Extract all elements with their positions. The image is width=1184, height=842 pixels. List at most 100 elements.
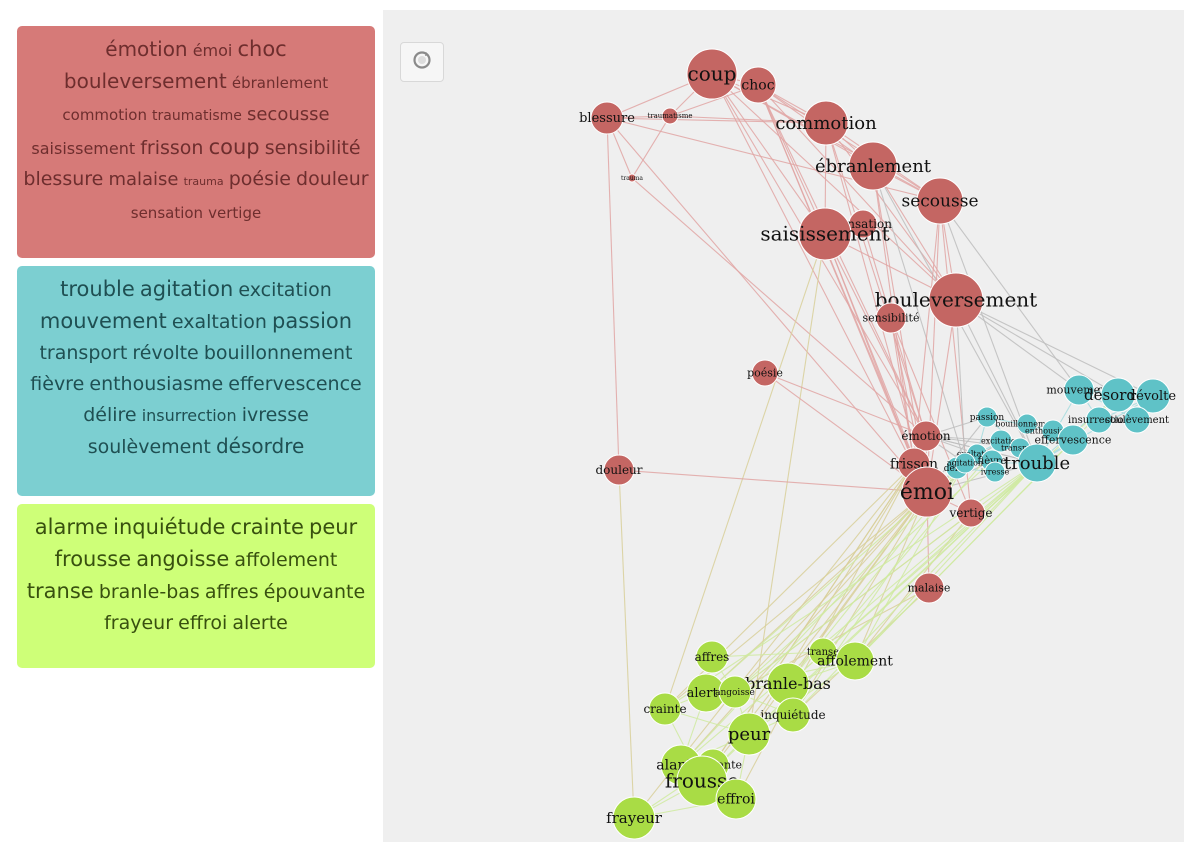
cluster-word[interactable]: effroi <box>178 612 228 634</box>
cluster-word[interactable]: ébranlement <box>231 74 329 92</box>
cluster-word[interactable]: épouvante <box>263 581 366 603</box>
graph-node-circle[interactable] <box>976 406 998 428</box>
graph-node-ebranlement[interactable]: ébranlement <box>815 141 932 191</box>
cluster-word[interactable]: frayeur <box>104 612 174 634</box>
graph-node-peur[interactable]: peur <box>727 712 771 756</box>
graph-node-circle[interactable] <box>661 107 679 125</box>
graph-node-trouble[interactable]: trouble <box>1004 443 1070 483</box>
cluster-word[interactable]: enthousiasme <box>89 373 224 395</box>
cluster-word[interactable]: agitation <box>139 277 234 301</box>
graph-node-insurrection[interactable]: insurrection <box>1068 406 1131 434</box>
graph-node-circle[interactable] <box>590 101 624 135</box>
cluster-word[interactable]: frisson <box>140 137 204 159</box>
graph-node-vertige[interactable]: vertige <box>948 498 993 528</box>
cluster-word[interactable]: bouillonnement <box>203 342 353 364</box>
graph-node-traumatisme[interactable]: traumatisme <box>647 107 693 125</box>
cluster-word[interactable]: frousse <box>54 547 132 571</box>
graph-node-excitation[interactable]: excitation <box>981 429 1021 453</box>
cluster-word[interactable]: choc <box>237 37 287 61</box>
graph-node-crainte[interactable]: crainte <box>643 692 687 726</box>
cluster-word[interactable]: vertige <box>208 204 262 222</box>
graph-node-inquietude[interactable]: inquiétude <box>760 697 826 733</box>
cluster-word[interactable]: insurrection <box>141 406 237 425</box>
graph-node-circle[interactable] <box>695 640 729 674</box>
graph-node-circle[interactable] <box>956 498 986 528</box>
graph-node-circle[interactable] <box>612 796 656 840</box>
cluster-word[interactable]: exaltation <box>171 311 267 333</box>
cluster-word[interactable]: excitation <box>238 279 332 301</box>
cluster-word[interactable]: sensation <box>130 204 204 222</box>
graph-node-commotion[interactable]: commotion <box>775 100 877 146</box>
graph-node-coup[interactable]: coup <box>686 48 738 100</box>
graph-node-frousse[interactable]: frousse <box>665 755 739 807</box>
cluster-word[interactable]: alerte <box>232 612 288 634</box>
cluster-word[interactable]: délire <box>83 404 137 426</box>
graph-node-circle[interactable] <box>989 429 1013 453</box>
graph-node-circle[interactable] <box>648 692 682 726</box>
cluster-word[interactable]: passion <box>272 309 353 333</box>
cluster-word[interactable]: effervescence <box>228 373 362 395</box>
cluster-word[interactable]: fièvre <box>30 373 85 395</box>
graph-node-ivresse[interactable]: ivresse <box>981 461 1010 483</box>
reset-view-button[interactable] <box>400 42 444 82</box>
graph-node-circle[interactable] <box>1135 378 1171 414</box>
cluster-word[interactable]: trouble <box>60 277 135 301</box>
cluster-word[interactable]: commotion <box>62 106 147 124</box>
graph-node-circle[interactable] <box>803 100 849 146</box>
graph-node-circle[interactable] <box>718 675 752 709</box>
graph-node-poesie[interactable]: poésie <box>747 359 783 387</box>
graph-node-circle[interactable] <box>1100 377 1136 413</box>
graph-node-circle[interactable] <box>686 48 738 100</box>
cluster-word[interactable]: douleur <box>296 168 369 190</box>
graph-node-effroi[interactable]: effroi <box>715 778 757 820</box>
graph-node-secousse[interactable]: secousse <box>902 177 979 225</box>
cluster-word[interactable]: ivresse <box>241 404 309 426</box>
graph-node-circle[interactable] <box>916 177 964 225</box>
graph-node-branle-bas[interactable]: branle-bas <box>745 662 831 706</box>
graph-node-affres[interactable]: affres <box>695 640 730 674</box>
graph-node-passion[interactable]: passion <box>970 406 1005 428</box>
cluster-word[interactable]: blessure <box>23 168 104 190</box>
graph-node-emoi[interactable]: émoi <box>900 466 954 518</box>
cluster-word[interactable]: affres <box>204 581 259 603</box>
graph-node-mouvement[interactable]: mouvement <box>1046 374 1112 406</box>
graph-node-affolement[interactable]: affolement <box>817 641 893 681</box>
graph-node-circle[interactable] <box>901 466 953 518</box>
graph-node-blessure[interactable]: blessure <box>579 101 635 135</box>
cluster-word[interactable]: coup <box>208 135 260 159</box>
graph-node-circle[interactable] <box>1057 424 1089 456</box>
graph-node-circle[interactable] <box>739 66 777 104</box>
graph-node-frayeur[interactable]: frayeur <box>606 796 663 840</box>
graph-node-circle[interactable] <box>775 697 811 733</box>
graph-node-emotion[interactable]: émotion <box>901 420 951 452</box>
cluster-word[interactable]: alarme <box>34 515 109 539</box>
graph-node-angoisse[interactable]: angoisse <box>715 675 755 709</box>
graph-node-circle[interactable] <box>928 272 984 328</box>
graph-node-circle[interactable] <box>848 141 898 191</box>
graph-node-circle[interactable] <box>913 572 945 604</box>
graph-node-malaise[interactable]: malaise <box>908 572 951 604</box>
cluster-word[interactable]: malaise <box>108 169 179 190</box>
cluster-word[interactable]: secousse <box>246 104 330 125</box>
graph-node-circle[interactable] <box>727 712 771 756</box>
cluster-word[interactable]: affolement <box>234 549 338 571</box>
graph-node-circle[interactable] <box>715 778 757 820</box>
graph-node-circle[interactable] <box>808 637 838 667</box>
graph-node-agitation[interactable]: agitation <box>947 452 983 474</box>
graph-node-soulevement[interactable]: soulèvement <box>1105 406 1169 434</box>
graph-node-circle[interactable] <box>798 207 852 261</box>
cluster-word[interactable]: mouvement <box>39 309 167 333</box>
cluster-word[interactable]: angoisse <box>136 547 230 571</box>
cluster-word[interactable]: traumatisme <box>152 108 242 124</box>
cluster-word[interactable]: branle-bas <box>98 581 200 603</box>
cluster-word[interactable]: révolte <box>132 342 199 364</box>
cluster-box-lime[interactable]: alarme inquiétude crainte peur frousse a… <box>17 504 375 668</box>
cluster-word[interactable]: peur <box>309 515 358 539</box>
graph-node-circle[interactable] <box>1017 443 1057 483</box>
cluster-word[interactable]: émotion <box>105 37 188 61</box>
graph-node-circle[interactable] <box>1016 413 1038 435</box>
cluster-word[interactable]: sensibilité <box>264 137 361 159</box>
graph-node-circle[interactable] <box>984 461 1006 483</box>
cluster-word[interactable]: trauma <box>183 175 224 188</box>
